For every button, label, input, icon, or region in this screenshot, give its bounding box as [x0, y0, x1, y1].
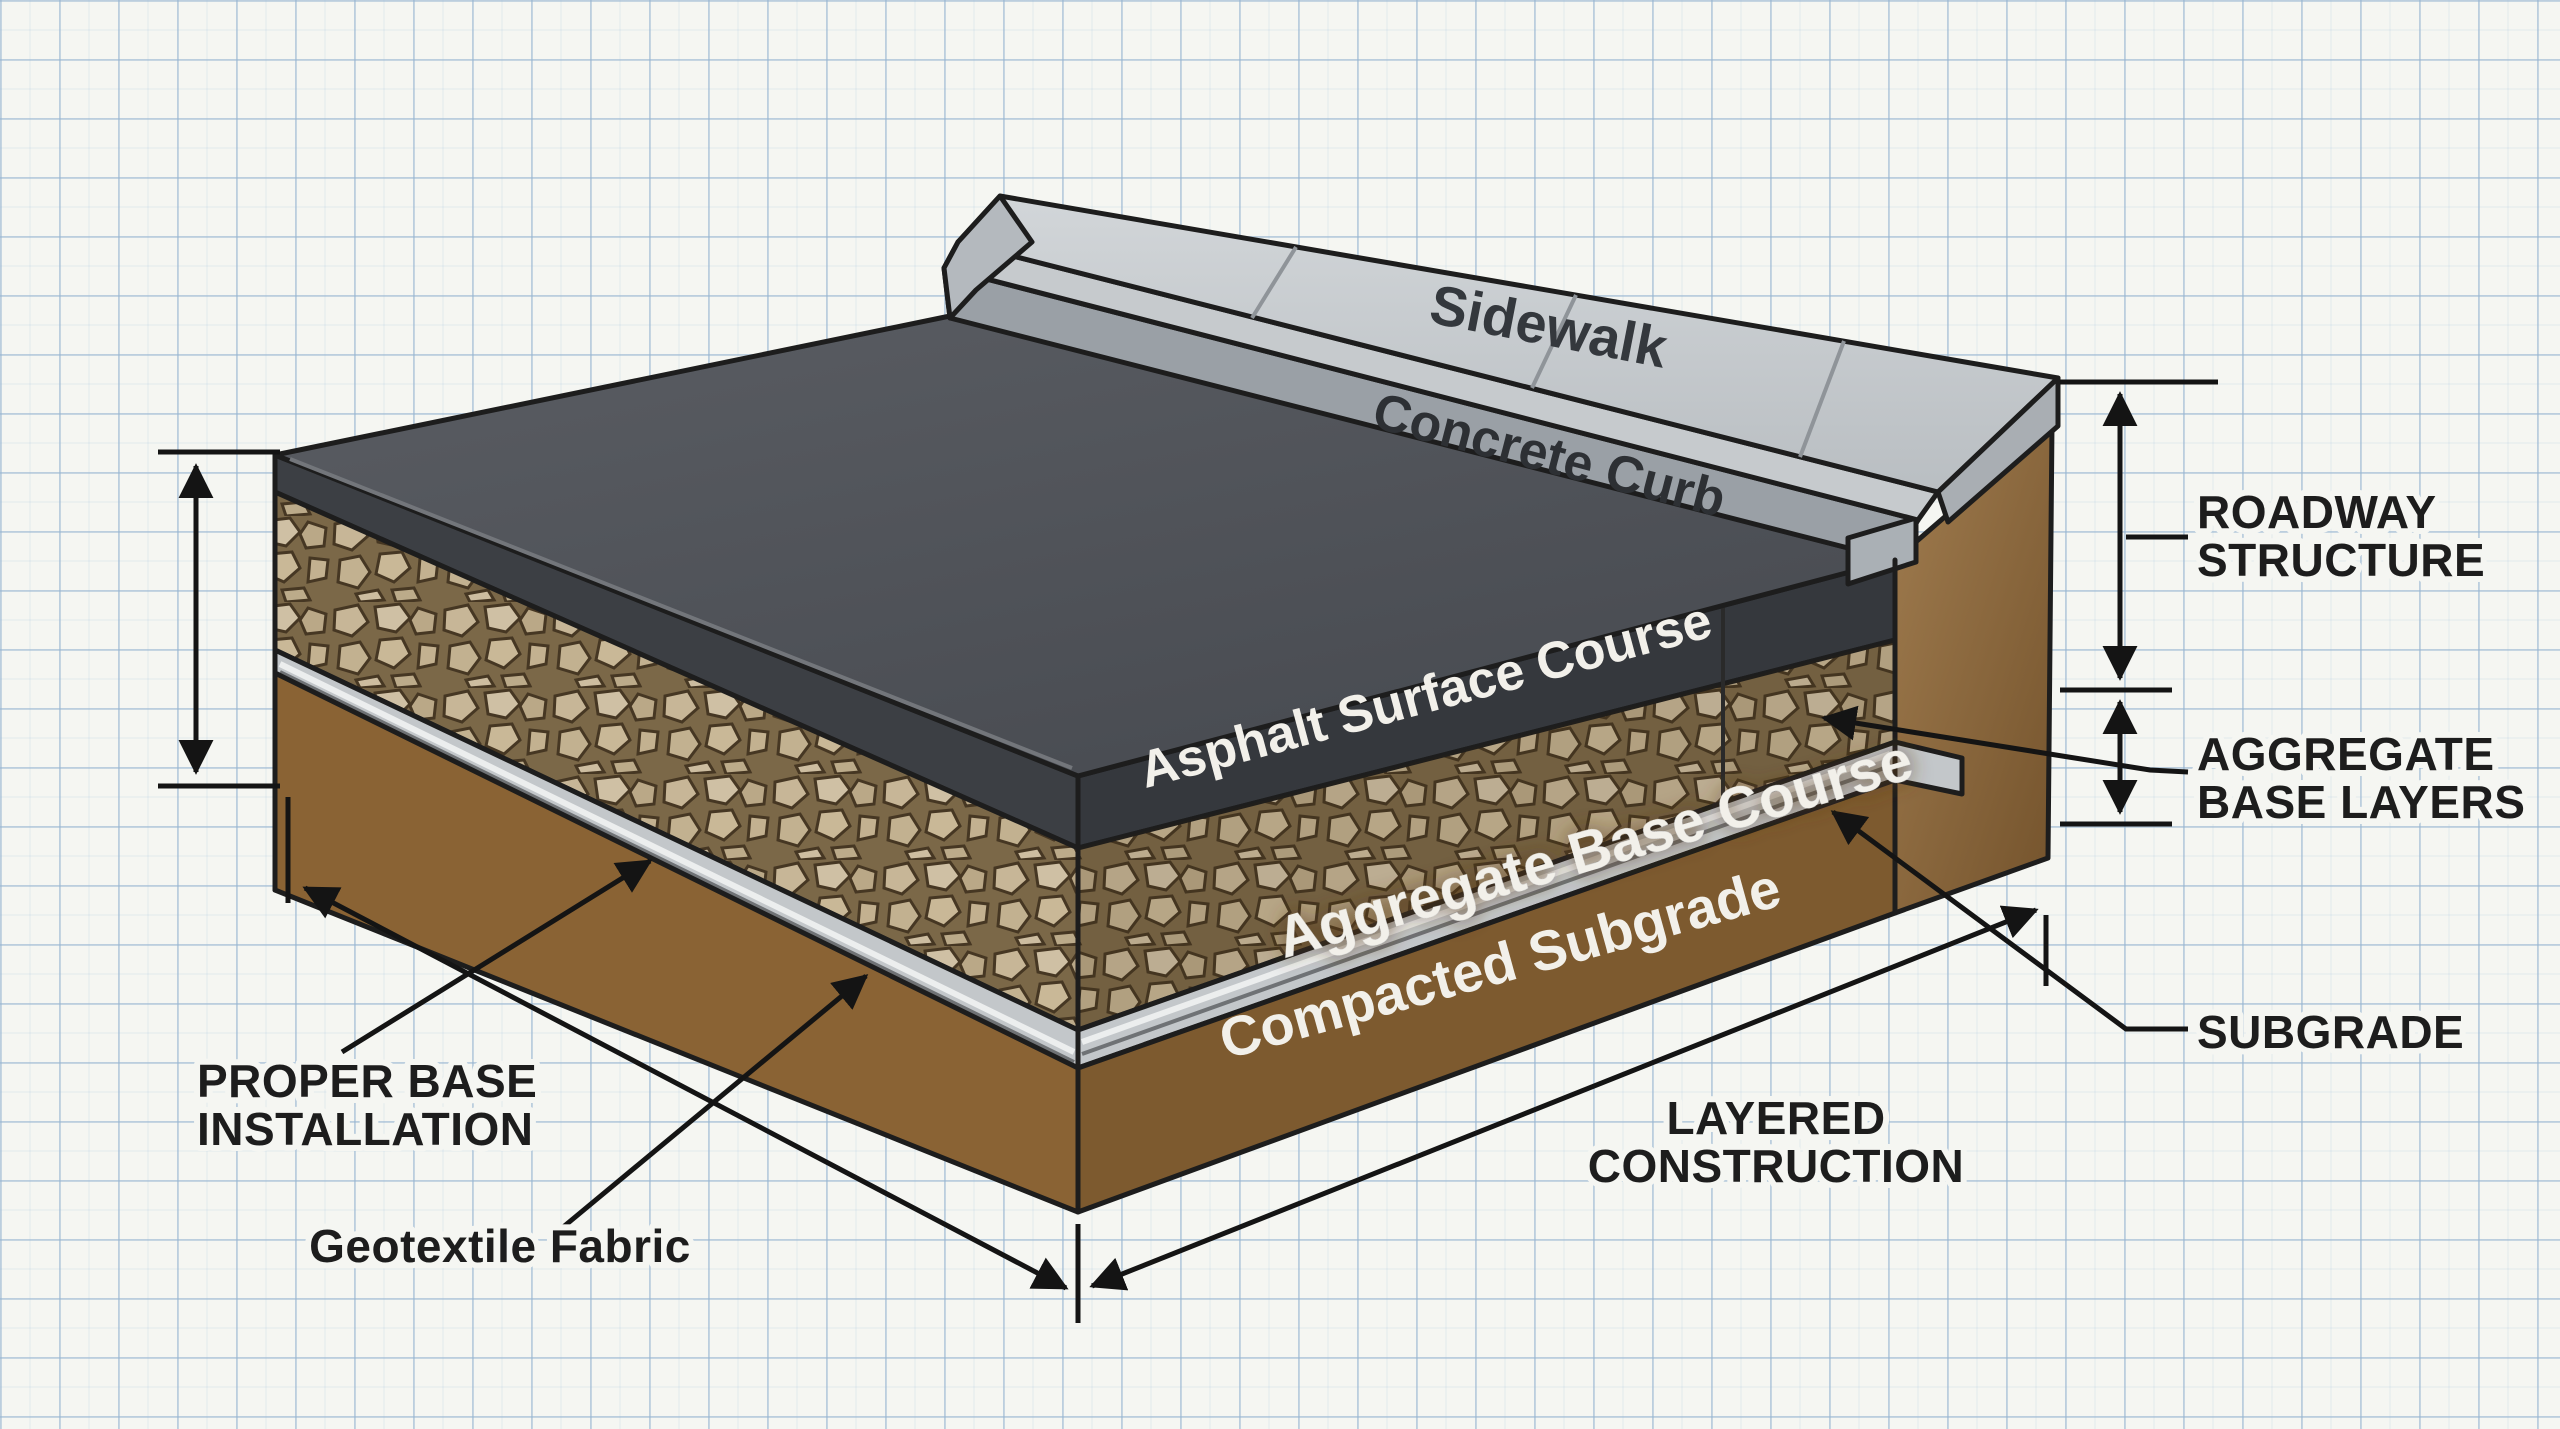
aggregate-layers-leader [1821, 705, 2189, 775]
front-left-width-dimension [302, 885, 1069, 1291]
proper-base-callout-line1: PROPER BASE [197, 1055, 537, 1107]
sidewalk-joint [1798, 340, 1846, 458]
sidewalk-joint [1530, 294, 1578, 389]
aggregate-layers-callout-line2: BASE LAYERS [2197, 776, 2525, 828]
roadway-structure-callout-line1: ROADWAY [2197, 486, 2437, 538]
proper-base-callout-line2: INSTALLATION [197, 1103, 533, 1155]
geotextile-callout: Geotextile Fabric [309, 1220, 691, 1272]
sidewalk-joint [1250, 245, 1298, 320]
aggregate-layers-callout-line1: AGGREGATE [2197, 728, 2495, 780]
roadway-structure-callout-line2: STRUCTURE [2197, 534, 2485, 586]
geotextile-leader [560, 974, 869, 1230]
subgrade-leader [1830, 809, 2188, 1032]
sidewalk-left-end-cap [941, 193, 1035, 321]
sidewalk-right-end-face [1935, 375, 2061, 525]
curb-gutter-step [1845, 515, 1919, 587]
asphalt-edge-highlight [289, 457, 1073, 770]
layered-construction-callout-line2: CONSTRUCTION [1588, 1140, 1965, 1192]
layered-construction-dimension [1089, 905, 2039, 1291]
proper-base-leader [340, 858, 653, 1055]
layered-construction-callout-line1: LAYERED [1666, 1092, 1885, 1144]
subgrade-callout: SUBGRADE [2197, 1006, 2464, 1058]
